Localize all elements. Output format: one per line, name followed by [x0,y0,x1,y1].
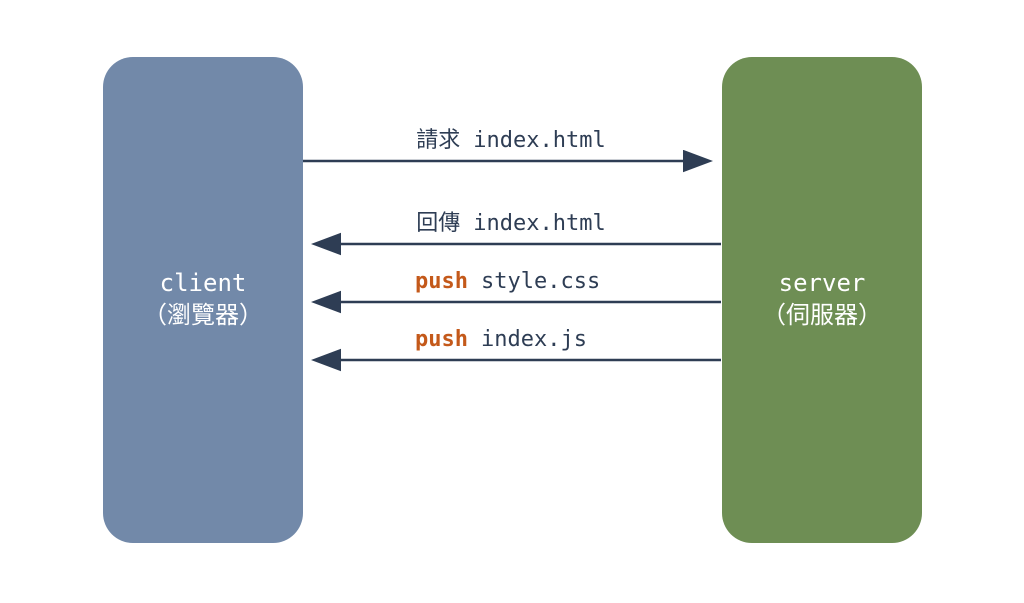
message-filename: index.html [473,211,606,236]
message-keyword: 請求 [416,128,461,153]
message-filename: index.html [473,128,606,153]
client-box: client （瀏覽器） [103,57,303,543]
message-label-push-js: push index.js [415,326,587,354]
message-label-request: 請求 index.html [416,127,605,155]
client-box-subtitle: （瀏覽器） [143,301,263,329]
server-box-title: server [778,269,866,298]
message-keyword: 回傳 [416,211,461,236]
message-filename: style.css [480,269,601,294]
message-keyword-push: push [415,269,468,294]
message-filename: index.js [480,327,587,352]
server-box: server （伺服器） [722,57,922,543]
server-box-subtitle: （伺服器） [762,301,882,329]
message-keyword-push: push [415,327,468,352]
message-label-push-css: push style.css [415,268,600,296]
client-box-title: client [159,269,247,298]
message-label-return: 回傳 index.html [416,210,605,238]
